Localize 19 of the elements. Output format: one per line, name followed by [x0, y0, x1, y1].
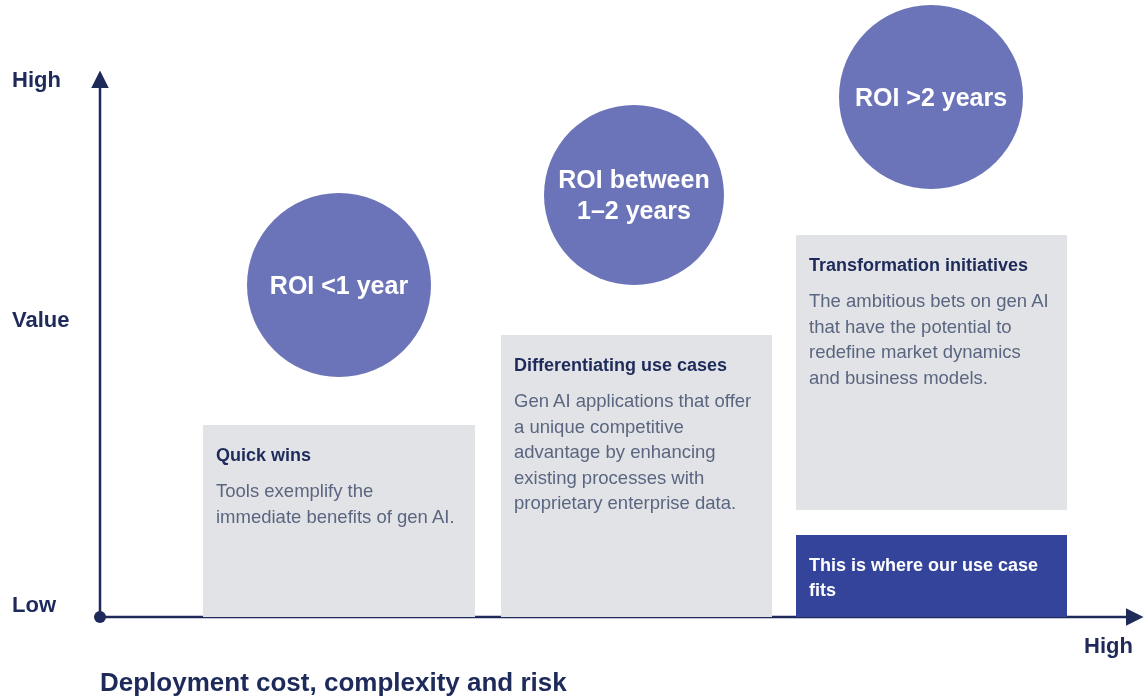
axis-label: Low [12, 592, 56, 618]
card-description: The ambitious bets on gen AI that have the potential to redefine market dynamics and business models. [809, 289, 1050, 390]
card-description: Gen AI applications that offer a unique competitive advantage by enhancing existing processes with proprietary enterprise data. [514, 389, 753, 515]
info-card [203, 425, 475, 617]
roi-label: ROI between 1–2 years [557, 164, 711, 226]
highlight-card [796, 535, 1067, 617]
axis-label: High [12, 67, 61, 93]
card-heading: Quick wins [216, 444, 313, 467]
card-heading: Transformation initiatives [809, 254, 1030, 277]
axis-title: Deployment cost, complexity and risk [100, 667, 567, 698]
axis-label: High [1084, 633, 1133, 659]
axis-label: Value [12, 307, 70, 333]
card-heading: This is where our use case fits [809, 554, 1040, 602]
card-heading: Differentiating use cases [514, 354, 729, 377]
info-card [796, 235, 1067, 510]
card-description: Tools exemplify the immediate benefits of gen AI. [216, 479, 456, 529]
roi-label: ROI <1 year [268, 269, 410, 301]
info-card [501, 335, 772, 617]
roi-label: ROI >2 years [853, 81, 1009, 113]
